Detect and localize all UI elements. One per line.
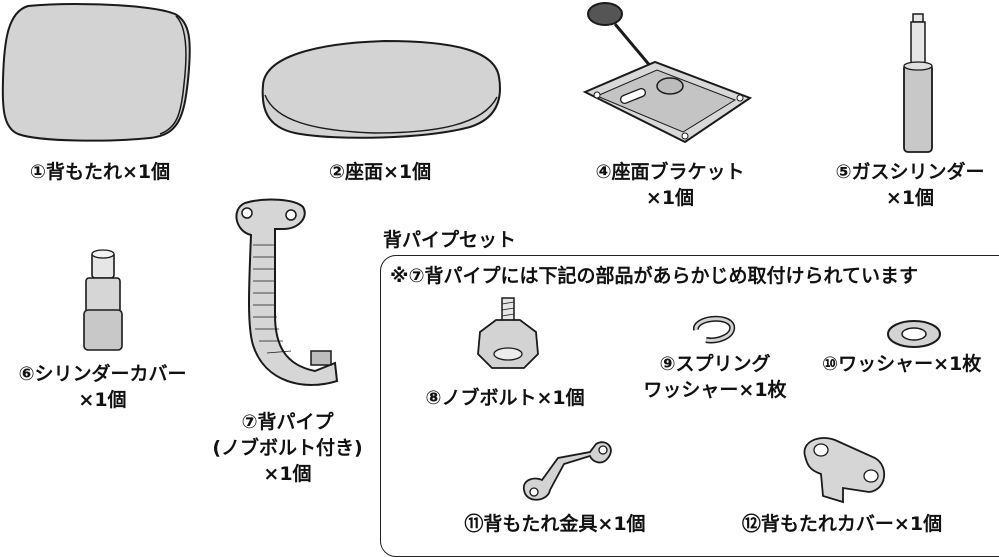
label-cylinder-cover-1: ⑥シリンダーカバー	[18, 363, 187, 385]
gas-cylinder-illustration	[903, 13, 933, 153]
label-back-pipe-2: (ノブボルト付き)	[212, 437, 363, 459]
label-back-pipe-1: ⑦背パイプ	[241, 411, 334, 433]
label-backrest-cover: ⑫背もたれカバー×1個	[741, 513, 943, 535]
label-seat: ②座面×1個	[328, 161, 432, 183]
seat-bracket-illustration	[582, 2, 753, 144]
backrest-cover-illustration	[803, 437, 885, 504]
label-gas-cylinder-2: ×1個	[885, 187, 935, 209]
set-title: 背パイプセット	[383, 229, 517, 251]
label-spring-washer-2: ワッシャー×1枚	[643, 379, 787, 401]
label-washer: ⑩ワッシャー×1枚	[822, 353, 982, 375]
washer-illustration	[887, 320, 941, 348]
back-pipe-illustration	[235, 198, 339, 386]
set-note: ※⑦背パイプには下記の部品があらかじめ取付けられています	[390, 265, 918, 287]
label-back-pipe-3: ×1個	[263, 463, 312, 485]
label-backrest-bracket: ⑪背もたれ金具×1個	[464, 513, 646, 535]
label-backrest: ①背もたれ×1個	[29, 161, 171, 183]
label-seat-bracket-2: ×1個	[645, 187, 695, 209]
label-spring-washer-1: ⑨スプリング	[659, 353, 771, 375]
label-seat-bracket-1: ④座面ブラケット	[595, 161, 745, 183]
backrest-illustration	[1, 3, 191, 142]
label-cylinder-cover-2: ×1個	[78, 389, 127, 411]
cylinder-cover-illustration	[83, 249, 123, 351]
seat-illustration	[261, 39, 501, 139]
spring-washer-illustration	[693, 315, 736, 344]
knob-bolt-illustration	[477, 297, 539, 369]
backrest-bracket-illustration	[522, 441, 612, 501]
label-knob-bolt: ⑧ノブボルト×1個	[425, 387, 585, 409]
label-gas-cylinder-1: ⑤ガスシリンダー	[835, 161, 985, 183]
